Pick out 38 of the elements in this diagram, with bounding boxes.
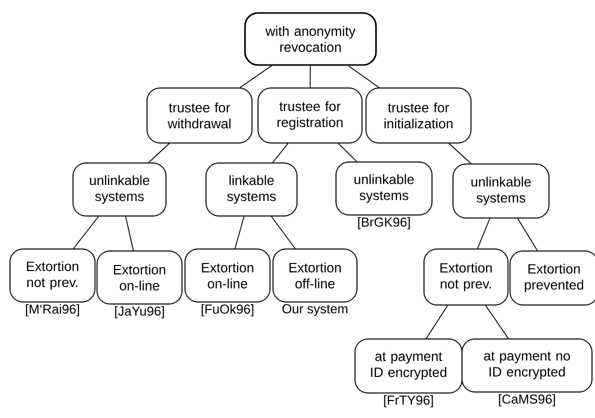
connector-line	[426, 305, 448, 339]
tree-node-box: Extortion not prev.	[10, 248, 96, 302]
tree-node-box: unlinkable systems	[72, 162, 166, 216]
connector-line	[338, 143, 358, 162]
reference-label: [M‘Rai96]	[26, 304, 80, 316]
tree-node-box: trustee for initialization	[366, 88, 472, 144]
connector-line	[125, 216, 134, 251]
reference-label: Our system	[282, 304, 348, 316]
reference-label: [CaMS96]	[499, 394, 555, 406]
reference-label: [FuOk96]	[202, 304, 254, 316]
tree-node-box: linkable systems	[206, 162, 298, 216]
reference-label: [FrTY96]	[384, 395, 433, 408]
tree-node-box: trustee for withdrawal	[146, 88, 252, 144]
connector-line	[240, 65, 272, 88]
tree-node-box: Extortion not prev.	[424, 248, 508, 306]
connector-line	[485, 305, 509, 339]
tree-node-box: at payment ID encrypted	[354, 338, 462, 394]
tree-node-box: Extortion on-line	[96, 250, 182, 304]
tree-node-box: unlinkable systems	[452, 164, 550, 218]
reference-label: [JaYu96]	[115, 306, 164, 318]
connector-line	[348, 65, 380, 88]
connector-line	[477, 218, 490, 249]
reference-label: [BrGK96]	[358, 217, 410, 230]
tree-node-box: Extortion prevented	[510, 250, 595, 306]
connector-line	[270, 216, 296, 249]
connector-line	[73, 216, 99, 249]
connector-line	[272, 143, 288, 163]
tree-node-box: trustee for registration	[258, 88, 362, 144]
connector-line	[148, 143, 170, 163]
tree-node-box: Extortion on-line	[184, 248, 270, 302]
connector-line	[310, 65, 311, 88]
connector-line	[234, 216, 244, 249]
connector-line	[517, 218, 538, 251]
root-box: with anonymity revocation	[244, 12, 377, 66]
connector-line	[448, 143, 472, 164]
tree-node-box: at payment no ID encrypted	[462, 338, 592, 392]
tree-node-box: Extortion off-line	[272, 248, 358, 302]
tree-node-box: unlinkable systems	[336, 162, 432, 216]
